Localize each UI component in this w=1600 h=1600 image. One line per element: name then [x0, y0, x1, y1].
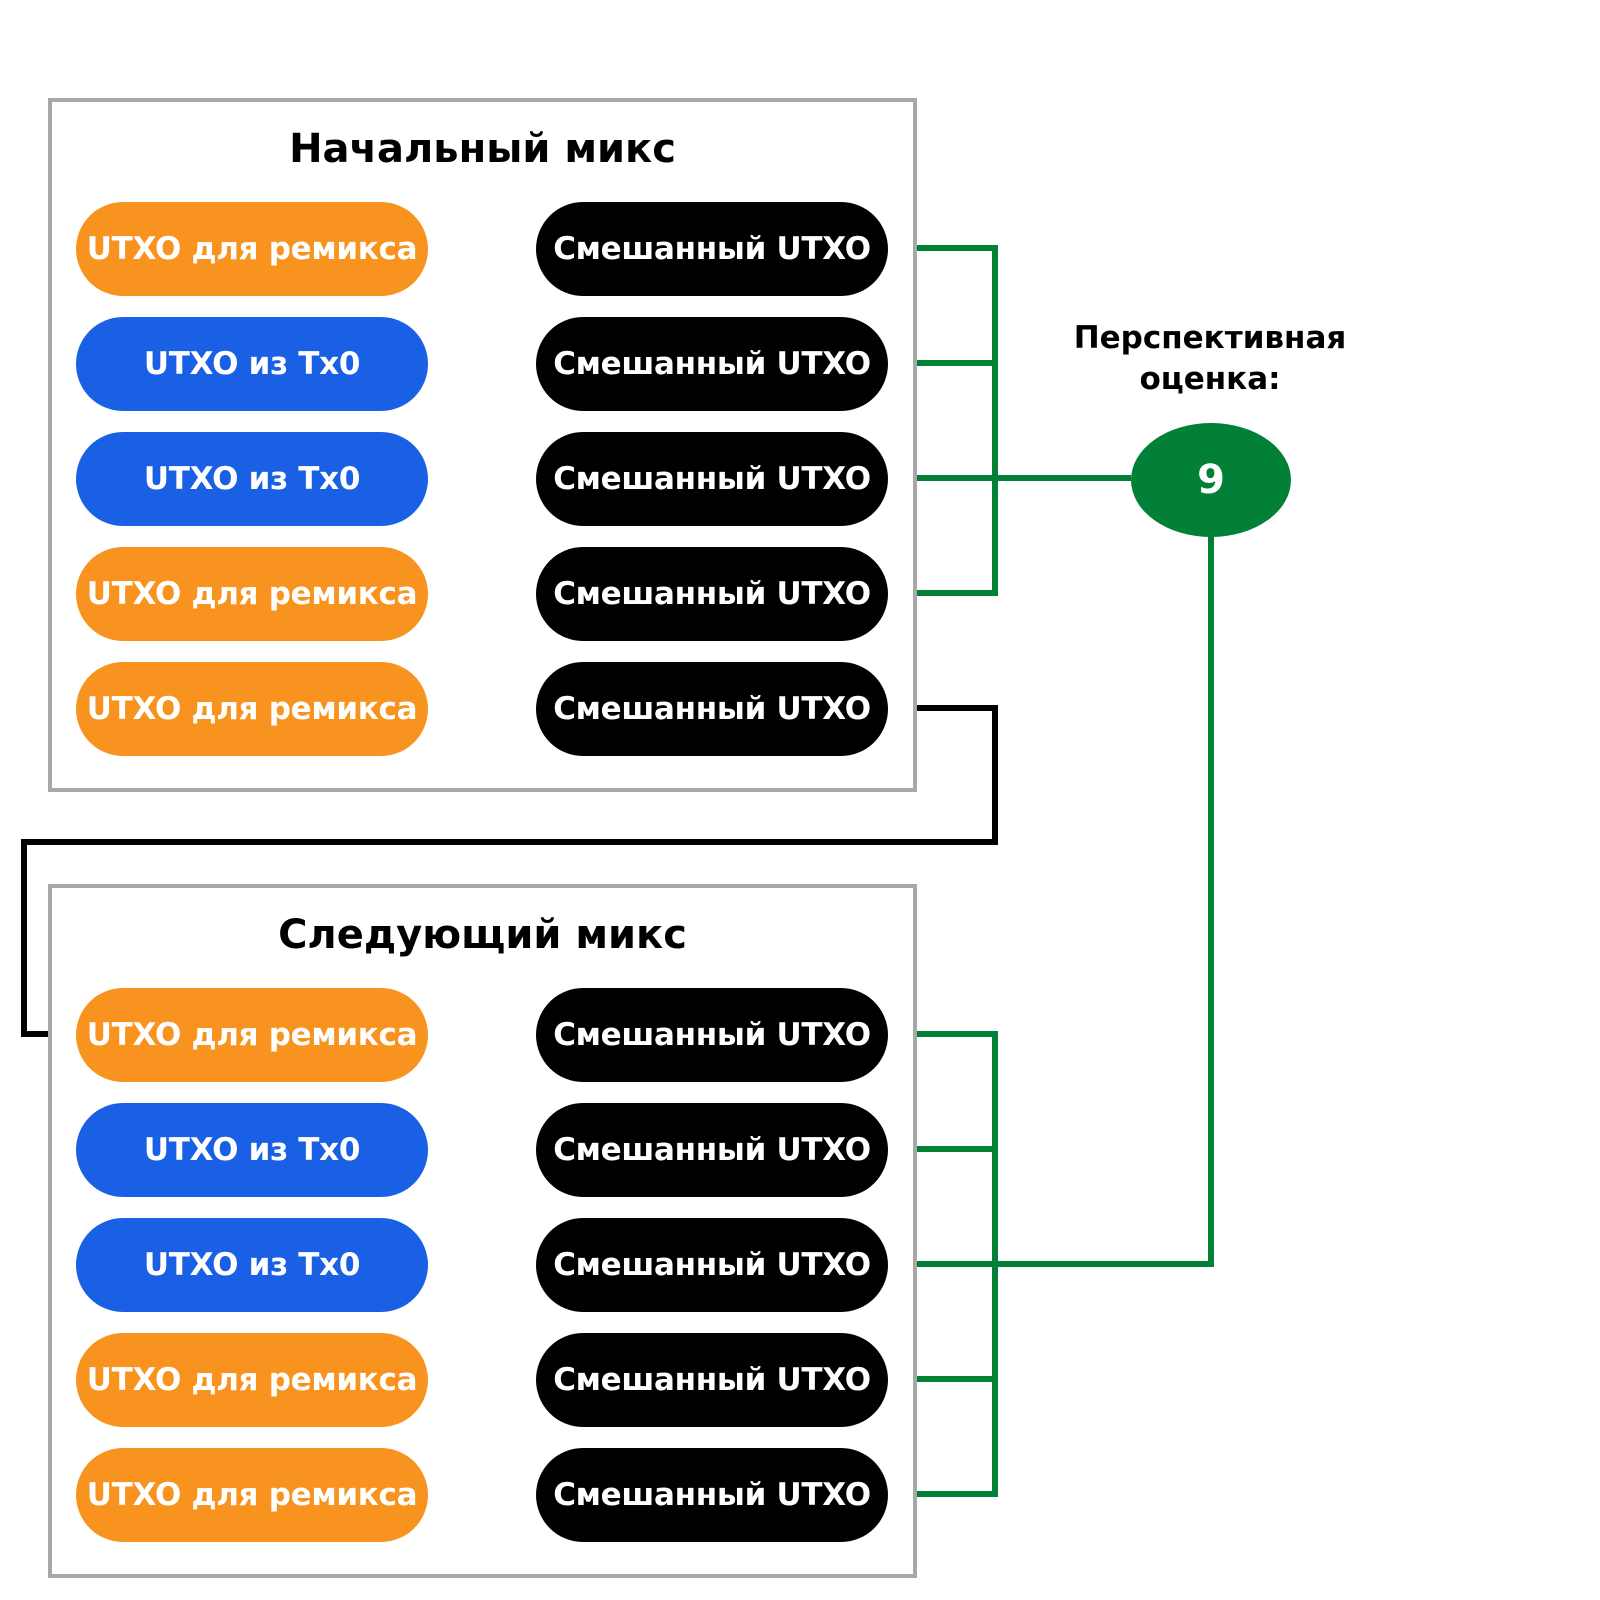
- initial-mix-anonset-links: [888, 245, 1131, 596]
- next-input-4: UTXO для ремикса: [76, 1333, 428, 1427]
- next-output-5: Смешанный UTXO: [536, 1448, 888, 1542]
- initial-input-5: UTXO для ремикса: [76, 662, 428, 756]
- remix-path: [21, 705, 998, 1037]
- next-output-4: Смешанный UTXO: [536, 1333, 888, 1427]
- next-mix-anonset-links: [888, 535, 1214, 1497]
- initial-input-2: UTXO из Tx0: [76, 317, 428, 411]
- initial-output-1: Смешанный UTXO: [536, 202, 888, 296]
- initial-output-4: Смешанный UTXO: [536, 547, 888, 641]
- prospective-score-badge: 9: [1131, 423, 1291, 537]
- initial-output-5: Смешанный UTXO: [536, 662, 888, 756]
- next-output-1: Смешанный UTXO: [536, 988, 888, 1082]
- initial-input-4: UTXO для ремикса: [76, 547, 428, 641]
- next-input-3: UTXO из Tx0: [76, 1218, 428, 1312]
- next-input-5: UTXO для ремикса: [76, 1448, 428, 1542]
- initial-mix-title: Начальный микс: [289, 126, 676, 172]
- initial-input-3: UTXO из Tx0: [76, 432, 428, 526]
- next-output-2: Смешанный UTXO: [536, 1103, 888, 1197]
- initial-output-2: Смешанный UTXO: [536, 317, 888, 411]
- next-input-1: UTXO для ремикса: [76, 988, 428, 1082]
- prospective-score-label: Перспективная оценка:: [1073, 320, 1347, 397]
- next-output-3: Смешанный UTXO: [536, 1218, 888, 1312]
- initial-output-3: Смешанный UTXO: [536, 432, 888, 526]
- next-mix-title: Следующий микс: [278, 912, 687, 958]
- next-input-2: UTXO из Tx0: [76, 1103, 428, 1197]
- initial-input-1: UTXO для ремикса: [76, 202, 428, 296]
